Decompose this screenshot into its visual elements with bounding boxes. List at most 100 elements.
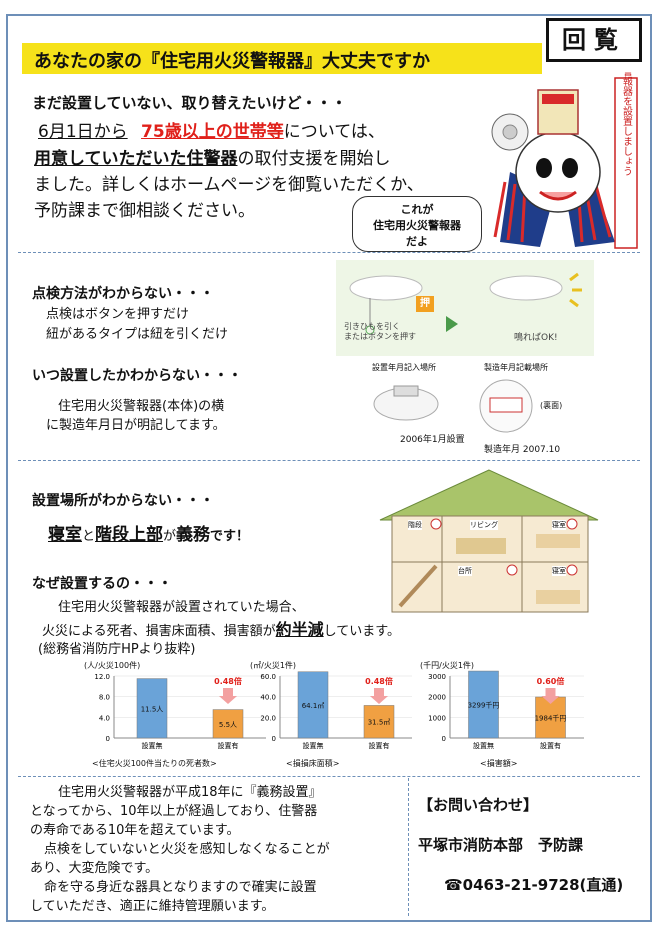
chart-category-label: 設置無 [303, 741, 324, 750]
chart-value-label: 64.1㎡ [302, 702, 325, 710]
chart-ytick-label: 60.0 [260, 673, 276, 681]
manufacture-label-icon [489, 397, 523, 413]
chart-ytick-label: 12.0 [94, 673, 110, 681]
chart-ytick-label: 0 [442, 735, 446, 743]
inspect-fig-caption: 引きひもを引く またはボタンを押す [344, 322, 416, 341]
mascot-illustration: 住宅用火災警報器を設置しましょう [491, 72, 638, 249]
chart-ytick-label: 3000 [428, 673, 446, 681]
why-line2-c: しています。 [323, 624, 400, 639]
where-heading: 設置場所がわからない・・・ [32, 493, 214, 509]
intro-line3: ました。詳しくはホームページを御覧いただくか、 [34, 175, 424, 195]
pull-ring-icon [365, 325, 375, 335]
why-half-reduction: 約半減 [275, 620, 324, 639]
alarm-right-icon [489, 275, 563, 301]
inspect-figure-drawing [349, 272, 582, 335]
house-label-kitchen: 台所 [458, 566, 472, 576]
house-sofa [456, 538, 506, 554]
house-roof [379, 469, 599, 521]
section-divider-3 [18, 776, 640, 777]
chart-category-label: 設置有 [369, 741, 390, 750]
why-source: (総務省消防庁HPより抜粋) [38, 642, 196, 657]
inspect-line1: 点検はボタンを押すだけ [46, 307, 190, 322]
alarm-marker-icon [566, 564, 578, 576]
chart-caption: <損損床面積> [286, 759, 340, 768]
intro-line1-rest: については、 [283, 122, 385, 142]
footer-line: 住宅用火災警報器が平成18年に『義務設置』 [58, 785, 322, 800]
chart-value-label: 3299千円 [468, 701, 500, 710]
where-statement: 寝室と階段上部が義務です！ [48, 520, 249, 545]
contact-org: 平塚市消防本部 予防課 [418, 836, 584, 854]
footer-line: あり、大変危険です。 [30, 861, 159, 876]
alarm-marker-icon [430, 518, 442, 530]
alarm-marker-icon [566, 518, 578, 530]
where-ga: が [163, 529, 177, 544]
intro-heading: まだ設置していない、取り替えたいけど・・・ [32, 94, 347, 112]
section-divider [18, 252, 640, 253]
mascot-mouth [539, 190, 577, 201]
mascot-eye-right [562, 158, 578, 178]
chart-category-label: 設置無 [473, 741, 494, 750]
chart-ytick-label: 0 [272, 735, 276, 743]
chart-value-label: 31.5㎡ [368, 719, 391, 727]
chart-ratio-arrow-icon [370, 688, 388, 704]
chart-ratio-arrow-icon [219, 688, 237, 704]
intro-line4: 予防課まで御相談ください。 [34, 201, 255, 221]
speech-bubble: これが 住宅用火災警報器 だよ [352, 196, 482, 252]
push-label: 押 [416, 296, 434, 312]
inspect-fig-ok: 鳴ればOK! [514, 333, 558, 343]
chart-ytick-label: 2000 [428, 694, 446, 702]
inspect-line2: 紐があるタイプは紐を引くだけ [46, 327, 229, 342]
chart-ratio-label: 0.60倍 [537, 676, 565, 686]
chart-bar [212, 709, 244, 739]
footer-line: 命を守る身近な器具となりますので確実に設置 [44, 880, 317, 895]
footer-vertical-divider [408, 778, 409, 916]
chart-ytick-label: 20.0 [260, 714, 276, 722]
house-label-living: リビング [470, 520, 498, 530]
bubble-line3: だよ [406, 235, 428, 248]
page-frame [6, 14, 652, 922]
house-label-bedroom: 寝室 [552, 520, 566, 530]
chart-bar [363, 705, 395, 739]
chart-ytick-label: 4.0 [99, 714, 110, 722]
mascot-eye-left [536, 158, 552, 178]
chart-category-label: 設置無 [142, 741, 163, 750]
chart-ytick-label: 40.0 [260, 694, 276, 702]
chart-ytick-label: 1000 [428, 714, 446, 722]
kairan-badge: 回覧 [546, 18, 642, 62]
when-back-label: (裏面) [540, 401, 563, 410]
house-stairs [398, 564, 438, 608]
why-line1: 住宅用火災警報器が設置されていた場合、 [58, 600, 305, 615]
where-bedroom: 寝室 [48, 525, 82, 545]
house-label-stairs: 階段 [408, 520, 422, 530]
where-stairs: 階段上部 [95, 525, 164, 545]
chart-value-label: 11.5人 [141, 705, 164, 713]
footer-line: 点検をしていないと火災を感知しなくなることが [44, 842, 330, 857]
chart-category-label: 設置有 [540, 741, 561, 750]
sound-waves-icon [569, 272, 582, 308]
chart-category-label: 設置有 [218, 741, 239, 750]
when-right-title: 製造年月記載場所 [484, 363, 548, 372]
when-left-title: 設置年月記入場所 [372, 363, 436, 372]
chart-ratio-arrow-icon [541, 688, 560, 704]
bubble-line1: これが [400, 203, 434, 216]
install-date-label-icon [393, 385, 419, 397]
when-heading: いつ設置したかわからない・・・ [32, 368, 242, 384]
intro-line1: 6月1日から 75歳以上の世帯等については、 [38, 120, 385, 145]
when-line1: 住宅用火災警報器(本体)の横 [58, 399, 225, 414]
intro-line2-rest: の取付支援を開始し [237, 149, 391, 169]
arrow-right-icon [446, 316, 458, 332]
chart-bar [297, 671, 329, 739]
why-line2: 火災による死者、損害床面積、損害額が約半減しています。 [42, 620, 400, 641]
contact-heading: 【お問い合わせ】 [418, 796, 539, 814]
when-figure [373, 379, 533, 433]
mascot-hat-band [542, 94, 574, 104]
house-bed-bottom [536, 590, 580, 604]
house-label-bedroom-2: 寝室 [552, 566, 566, 576]
inspect-heading: 点検方法がわからない・・・ [32, 286, 214, 302]
footer-line: の寿命である10年を超えています。 [30, 823, 240, 838]
